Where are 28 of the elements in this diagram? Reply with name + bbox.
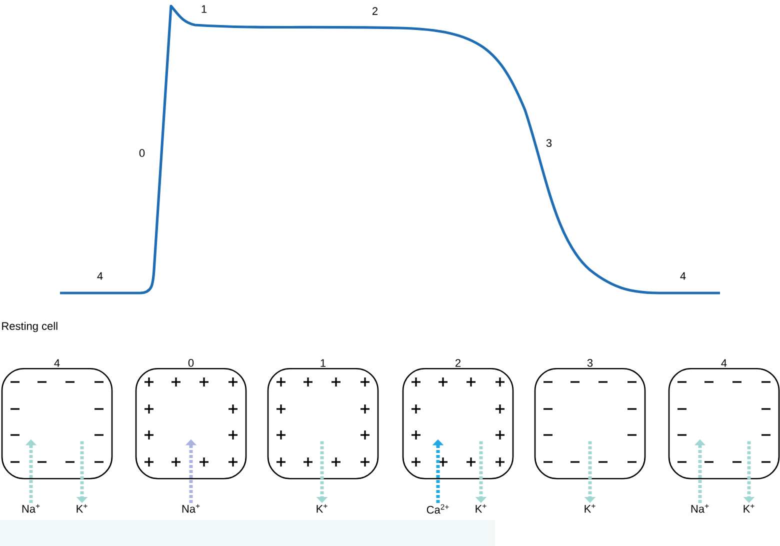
phase-number: 4 [680, 272, 686, 280]
phase-number: 1 [202, 5, 207, 13]
cell-box: 4 [1, 359, 113, 480]
ion-label: Na$^{+}$ [182, 504, 200, 513]
phase-number: 2 [372, 7, 378, 15]
cell-box: 3 [534, 359, 646, 480]
cell-box: 0 [135, 359, 247, 480]
ion-label: K$^{+}$ [744, 504, 754, 513]
node-label: 1 [320, 359, 326, 367]
ion-label: Na$^{+}$ [22, 504, 40, 513]
node-label: 0 [188, 359, 194, 367]
cell-box: 4 [668, 359, 780, 480]
ion-label: K$^{+}$ [584, 504, 596, 513]
cell-box: 1 [267, 359, 379, 480]
node-label: 4 [54, 359, 60, 367]
ion-label: Ca$^{2+}$ [426, 504, 449, 514]
ion-label: K$^{+}$ [316, 504, 328, 513]
ion-label: Na$^{+}$ [691, 504, 709, 513]
phase-number: 3 [546, 139, 552, 147]
ion-label: K$^{+}$ [76, 504, 88, 513]
phase-number: 4 [97, 272, 103, 280]
node-label: 2 [455, 359, 461, 367]
phase-number: 0 [139, 149, 145, 157]
cell-box: 2 [402, 359, 514, 480]
ion-label: K$^{+}$ [476, 504, 486, 513]
caption-text: Resting cell [2, 322, 58, 332]
node-label: 4 [721, 359, 727, 367]
node-label: 3 [587, 359, 593, 367]
